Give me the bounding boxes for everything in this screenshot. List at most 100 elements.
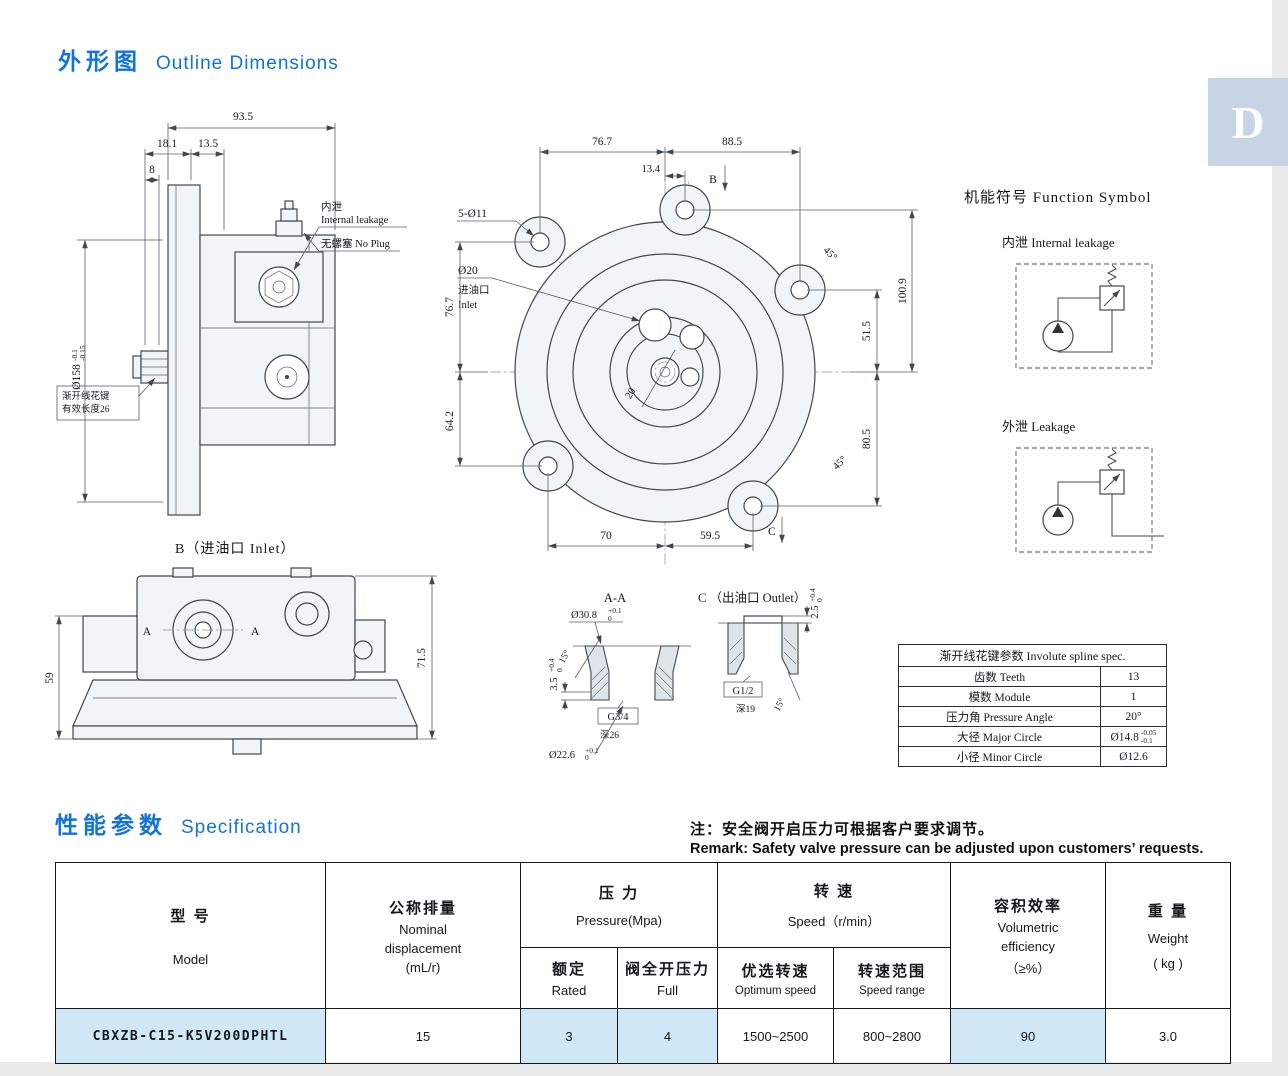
side-view-dimensions: 93.5 18.1 13.5 8 Ø158 -0.1 -0.15 [70, 111, 336, 503]
header-label-cn: 额定 [551, 961, 586, 978]
table-header-row: 型 号 Model 公称排量 Nominal displacement (mL/… [55, 862, 1231, 1009]
header-label-en: Full [657, 983, 678, 998]
dim-label: 20 [623, 386, 638, 401]
dim-tolerance: +0.4 [808, 588, 817, 602]
dim-tolerance: 0 [555, 668, 564, 672]
spec-header-speed: 转 速 Speed（r/min） [717, 862, 951, 948]
dim-label: 51.5 [861, 321, 873, 341]
dim-label: 13.4 [642, 164, 661, 175]
dim-label: 8 [149, 164, 155, 176]
header-label-cn: 型 号 [170, 907, 211, 925]
spline-note-line1: 渐开线花键 [62, 390, 110, 402]
external-leakage-symbol [1015, 447, 1164, 553]
cell-speed-range: 800~2800 [833, 1008, 951, 1064]
cell-optimum-speed: 1500~2500 [717, 1008, 834, 1064]
dim-label: Ø22.6 [549, 750, 575, 761]
front-view-drawing: 76.7 88.5 13.4 B 5-Ø11 Ø20 进油口 Inlet 76.… [444, 136, 918, 565]
spline-row-value: 1 [1100, 686, 1167, 707]
dim-label: 93.5 [233, 111, 253, 123]
header-label-en: Nominal [399, 921, 447, 937]
header-label-cn: 公称排量 [388, 899, 457, 917]
header-label-en: Speed（r/min） [787, 914, 881, 929]
dim-label: 59.5 [700, 530, 720, 542]
dim-label: 3.5 [549, 677, 560, 690]
dim-label: Ø14.8 [1110, 731, 1139, 744]
side-view-callouts: 内泄 Internal leakage 无螺塞 No Plug 渐开线花键 有效… [56, 200, 407, 421]
header-label-en: Pressure(Mpa) [576, 913, 662, 928]
inlet-dia-label: Ø20 [458, 265, 478, 277]
spline-row-label: 大径 Major Circle [898, 726, 1101, 747]
bolt-holes-label: 5-Ø11 [458, 208, 487, 220]
inlet-label-cn: 进油口 [458, 283, 490, 296]
view-arrow-b: B [709, 174, 717, 186]
b-view-drawing: A A 59 71.5 [45, 567, 437, 755]
remark-line-cn: 注：安全阀开启压力可根据客户要求调节。 [690, 821, 995, 838]
spline-table-title: 渐开线花键参数 Involute spline spec. [898, 644, 1167, 667]
header-label-en: Optimum speed [734, 984, 817, 997]
spec-header-volumetric: 容积效率 Volumetric efficiency （≥%） [950, 862, 1106, 1009]
function-symbol-panel: 机能符号 Function Symbol 内泄 Internal leakage… [952, 180, 1212, 580]
dim-tolerance: -0.1 [70, 349, 79, 361]
dim-tolerance: +0.1 [608, 606, 622, 615]
dim-label: 70 [600, 530, 612, 542]
spec-header-full: 阀全开压力 Full [617, 947, 718, 1009]
cell-model: CBXZB-C15-K5V200DPHTL [55, 1008, 326, 1064]
spline-row-label: 压力角 Pressure Angle [898, 706, 1101, 727]
b-view-caption: B（进油口 Inlet） [175, 542, 296, 557]
dim-tolerance: 0 [585, 753, 589, 762]
angle-label: 15° [772, 696, 788, 713]
spline-row-value: Ø14.8-0.05-0.1 [1100, 726, 1167, 747]
section-label-a: A [251, 626, 260, 638]
thread-depth-label: 深26 [600, 730, 619, 741]
dim-label: Ø30.8 [571, 610, 597, 621]
cell-weight: 3.0 [1105, 1008, 1231, 1064]
header-label-en: displacement [384, 940, 462, 956]
outline-title-en: Outline Dimensions [156, 53, 339, 74]
no-plug-label: 无螺塞 No Plug [321, 237, 391, 250]
spec-header-displacement: 公称排量 Nominal displacement (mL/r) [325, 862, 521, 1009]
dim-label: 59 [45, 672, 56, 684]
header-unit: (mL/r) [405, 959, 441, 975]
section-c-part [718, 615, 808, 675]
front-view-dimensions: 76.7 88.5 13.4 B 5-Ø11 Ø20 进油口 Inlet 76.… [444, 136, 918, 551]
spline-row-value: 20° [1100, 706, 1167, 727]
header-label-cn: 容积效率 [993, 897, 1062, 915]
spec-header-model: 型 号 Model [55, 862, 326, 1009]
spec-header-pressure: 压 力 Pressure(Mpa) [520, 862, 718, 948]
internal-leakage-symbol [1015, 263, 1153, 369]
dim-label: 76.7 [444, 297, 456, 317]
angle-label: 15° [557, 648, 573, 665]
dim-tolerance: +0.4 [547, 658, 556, 672]
header-label-en: Weight [1147, 931, 1189, 946]
page-edge-bottom [0, 1062, 1288, 1076]
spline-row-label: 模数 Module [898, 686, 1101, 707]
header-label-cn: 阀全开压力 [624, 961, 710, 978]
dim-label: 76.7 [592, 136, 612, 148]
section-label-a: A [143, 626, 152, 638]
dim-label: Ø158 [71, 364, 83, 390]
angle-label: 45° [831, 454, 849, 472]
outline-title-cn: 外形图 [58, 48, 142, 74]
angle-label: 45° [821, 245, 839, 263]
internal-leakage-symbol-label: 内泄 Internal leakage [1002, 235, 1115, 250]
remark-line-en: Remark: Safety valve pressure can be adj… [690, 841, 1204, 857]
table-row: 大径 Major Circle Ø14.8-0.05-0.1 [898, 726, 1167, 747]
cell-displacement: 15 [325, 1008, 521, 1064]
dim-tolerance: -0.05-0.1 [1140, 728, 1157, 745]
dim-label: 100.9 [897, 278, 909, 304]
cell-volumetric-efficiency: 90 [950, 1008, 1106, 1064]
dim-label: 18.1 [157, 138, 177, 150]
header-label-cn: 优选转速 [741, 962, 810, 980]
inlet-label-en: Inlet [458, 300, 477, 311]
b-view-dimensions: 59 71.5 [45, 575, 437, 740]
spline-row-value: Ø12.6 [1100, 746, 1167, 767]
spec-table-wrap: 型 号 Model 公称排量 Nominal displacement (mL/… [55, 862, 1231, 1064]
remark-block: 注：安全阀开启压力可根据客户要求调节。 Remark: Safety valve… [690, 818, 1235, 857]
header-label-en: Model [172, 951, 209, 967]
